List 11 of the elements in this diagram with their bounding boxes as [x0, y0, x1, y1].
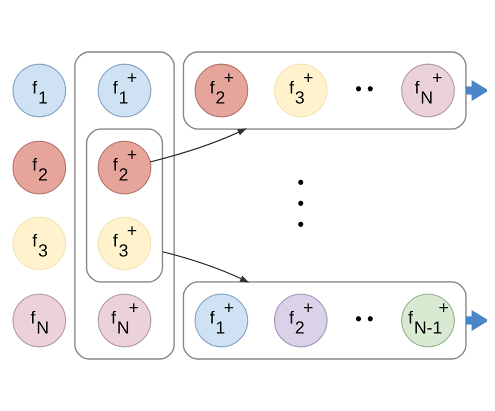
cluster	[74, 51, 175, 360]
arrow	[150, 128, 247, 162]
cluster	[86, 128, 164, 283]
cluster	[182, 281, 467, 360]
arrow	[466, 80, 487, 102]
arrow	[162, 251, 250, 283]
label: • •	[355, 308, 374, 329]
label: • • •	[298, 171, 304, 234]
arrow	[466, 310, 487, 331]
label: • •	[355, 78, 374, 99]
cluster	[182, 51, 467, 130]
